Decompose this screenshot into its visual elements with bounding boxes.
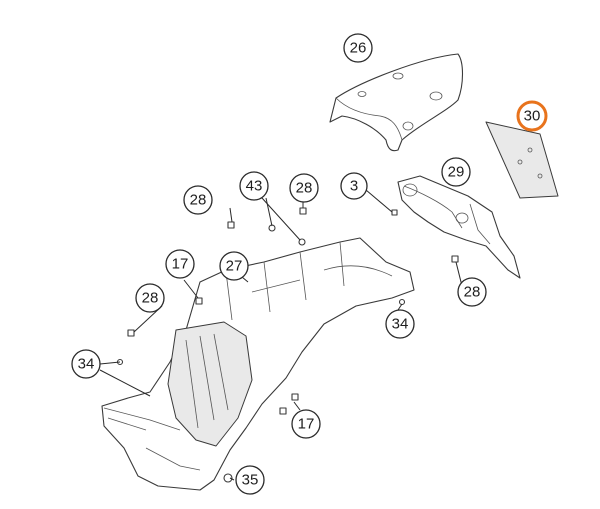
callout-28-top-left-label: 28 (190, 192, 207, 209)
part-26-tail-cover (329, 53, 464, 152)
callout-34-left-label: 34 (78, 356, 95, 373)
callout-28-right-label: 28 (464, 284, 481, 301)
callout-34-right: 34 (385, 309, 415, 339)
callout-17-bottom-label: 17 (298, 416, 315, 433)
callout-43: 43 (239, 171, 269, 201)
callout-27: 27 (219, 251, 249, 281)
callout-35-label: 35 (242, 472, 259, 489)
callout-34-right-label: 34 (392, 316, 409, 333)
callout-28-top-label: 28 (296, 180, 313, 197)
callout-35: 35 (235, 465, 265, 495)
callout-28-top: 28 (289, 173, 319, 203)
callout-17-top: 17 (165, 249, 195, 279)
part-29-plate-holder (397, 175, 521, 279)
callout-17-top-label: 17 (172, 256, 189, 273)
fasteners (116, 207, 459, 483)
callout-29-label: 29 (448, 164, 465, 181)
callout-3: 3 (340, 172, 368, 200)
callout-29: 29 (441, 157, 471, 187)
callout-26-label: 26 (350, 40, 367, 57)
callout-43-label: 43 (246, 178, 263, 195)
callout-17-bottom: 17 (291, 409, 321, 439)
callout-27-label: 27 (226, 258, 243, 275)
part-27-rear-mudguard (101, 237, 415, 491)
callout-34-left: 34 (71, 349, 101, 379)
callout-28-left: 28 (135, 283, 165, 313)
callout-3-label: 3 (350, 178, 358, 195)
callout-28-right: 28 (457, 277, 487, 307)
callout-28-top-left: 28 (183, 185, 213, 215)
part-30-reflector (485, 121, 559, 199)
callout-30: 30 (516, 100, 548, 132)
callout-26: 26 (343, 33, 373, 63)
callout-28-left-label: 28 (142, 290, 159, 307)
callout-30-label: 30 (524, 108, 541, 125)
